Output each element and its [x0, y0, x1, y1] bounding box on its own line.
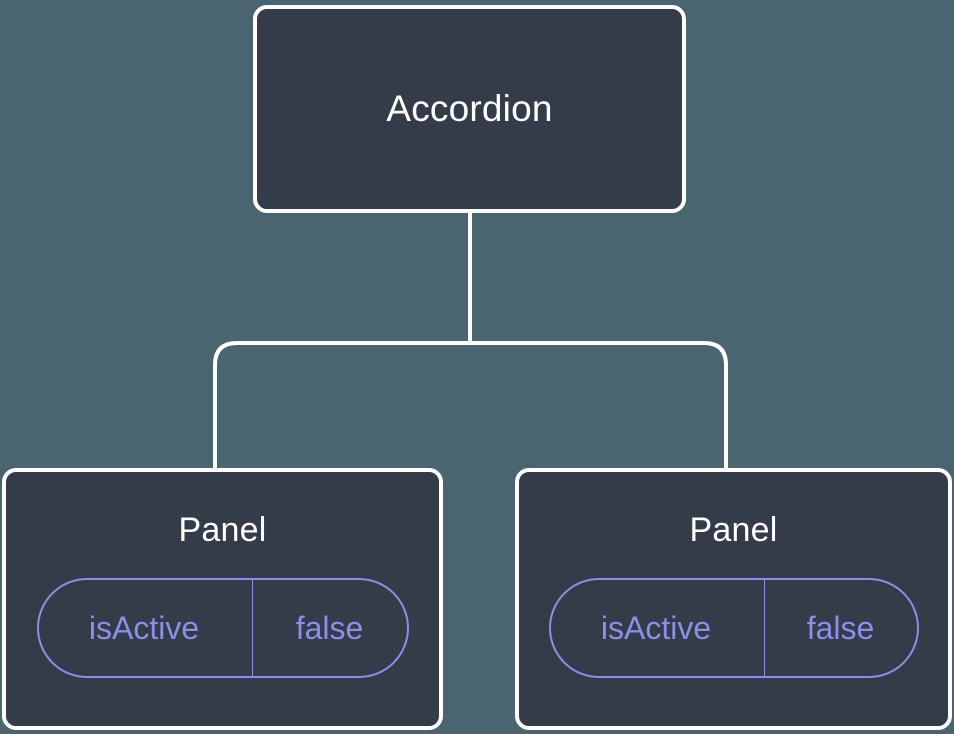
connector-to-panel-right [470, 341, 728, 474]
prop-badge-panel-2[interactable]: isActive false [548, 578, 919, 679]
prop-key-panel-1: isActive [39, 580, 253, 677]
tree-node-panel-1[interactable]: Panel isActive false [2, 468, 443, 730]
prop-value-panel-1: false [295, 610, 364, 647]
node-label-accordion: Accordion [386, 87, 553, 129]
node-label-panel-2: Panel [689, 511, 778, 549]
prop-badge-panel-1[interactable]: isActive false [36, 578, 409, 679]
prop-value-panel-2: false [806, 610, 875, 647]
connector-to-panel-left [213, 341, 470, 474]
node-label-panel-1: Panel [178, 511, 267, 549]
prop-key-panel-2: isActive [551, 580, 765, 677]
tree-node-accordion[interactable]: Accordion [253, 5, 686, 213]
tree-node-panel-2[interactable]: Panel isActive false [515, 468, 952, 730]
